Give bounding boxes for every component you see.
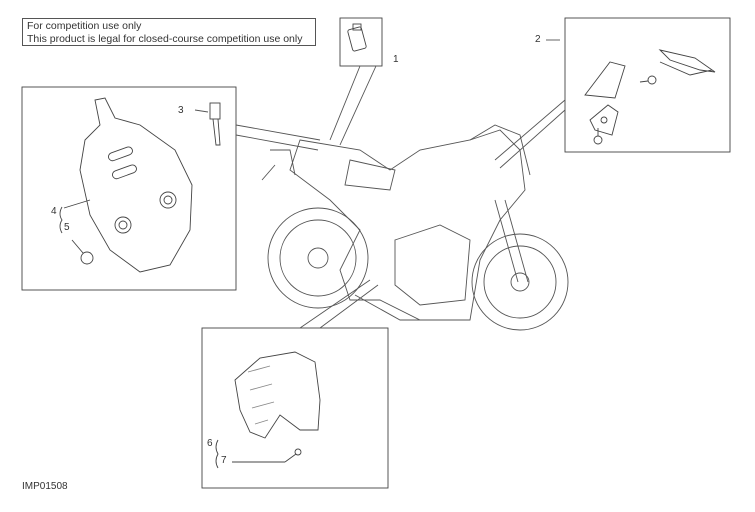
- notice-line-1: For competition use only: [27, 20, 142, 32]
- callout-4: 4: [51, 206, 57, 217]
- detail-box-3-4-5: [21, 86, 237, 291]
- callout-1: 1: [393, 54, 399, 65]
- callout-2: 2: [535, 34, 541, 45]
- part-4-heat-guard: [59, 97, 193, 273]
- leader-lines: [194, 39, 566, 329]
- part-1-connector: [347, 23, 367, 52]
- notice-line-2: This product is legal for closed-course …: [27, 33, 303, 45]
- detail-box-1: [339, 17, 383, 67]
- callout-7: 7: [221, 455, 227, 466]
- detail-box-6-7: [201, 327, 389, 489]
- drawing-code: IMP01508: [22, 481, 68, 492]
- motorcycle-illustration: [261, 124, 569, 331]
- part-3-plug: [209, 102, 221, 146]
- detail-box-2: [564, 17, 731, 153]
- part-6-engine-cover: [215, 351, 321, 469]
- competition-use-notice: For competition use only This product is…: [22, 18, 316, 46]
- part-2-mirror-covers: [584, 49, 716, 145]
- callout-3: 3: [178, 105, 184, 116]
- callout-5: 5: [64, 222, 70, 233]
- callout-6: 6: [207, 438, 213, 449]
